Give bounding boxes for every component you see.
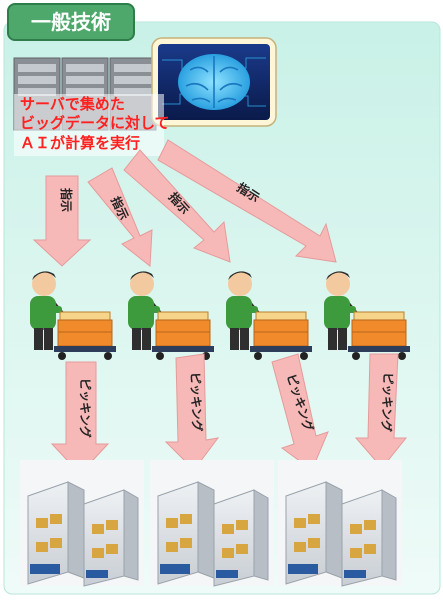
- picking-arrow-1: [50, 361, 110, 475]
- picking-label-4: ピッキング: [379, 372, 396, 432]
- picking-label-2: ピッキング: [188, 372, 205, 432]
- caption: サーバで集めた ビッグデータに対して ＡＩが計算を実行: [20, 95, 170, 152]
- picking-label-1: ピッキング: [78, 378, 93, 438]
- instruction-label-1: 指示: [59, 188, 74, 212]
- instruction-arrow-3: [123, 149, 231, 263]
- caption-backdrop: [14, 94, 164, 156]
- instruction-arrows: [32, 139, 337, 267]
- panel-background: [3, 21, 441, 595]
- caption-line-2: ビッグデータに対して: [20, 114, 170, 132]
- header-title: 一般技術: [31, 10, 111, 34]
- instruction-arrow-4: [157, 139, 337, 263]
- instruction-arrow-2: [87, 167, 153, 267]
- caption-line-1: サーバで集めた: [20, 95, 125, 113]
- picking-labels: ピッキング ピッキング ピッキング ピッキング: [78, 372, 396, 438]
- warehouse-shelf-icon-2: [149, 459, 275, 587]
- picking-arrow-2: [164, 353, 220, 471]
- picking-arrows: [50, 353, 408, 475]
- warehouse-shelf-icon-3: [277, 459, 403, 587]
- header-tab: 一般技術: [7, 3, 135, 41]
- caption-line-3: ＡＩが計算を実行: [20, 134, 140, 152]
- warehouse-shelf-icon-1: [19, 459, 145, 587]
- ai-brain-icon: [151, 37, 277, 127]
- picking-arrow-4: [354, 353, 408, 469]
- warehouse-shelves: [19, 459, 403, 587]
- picking-arrow-3: [271, 353, 329, 471]
- instruction-arrow-1: [32, 175, 92, 267]
